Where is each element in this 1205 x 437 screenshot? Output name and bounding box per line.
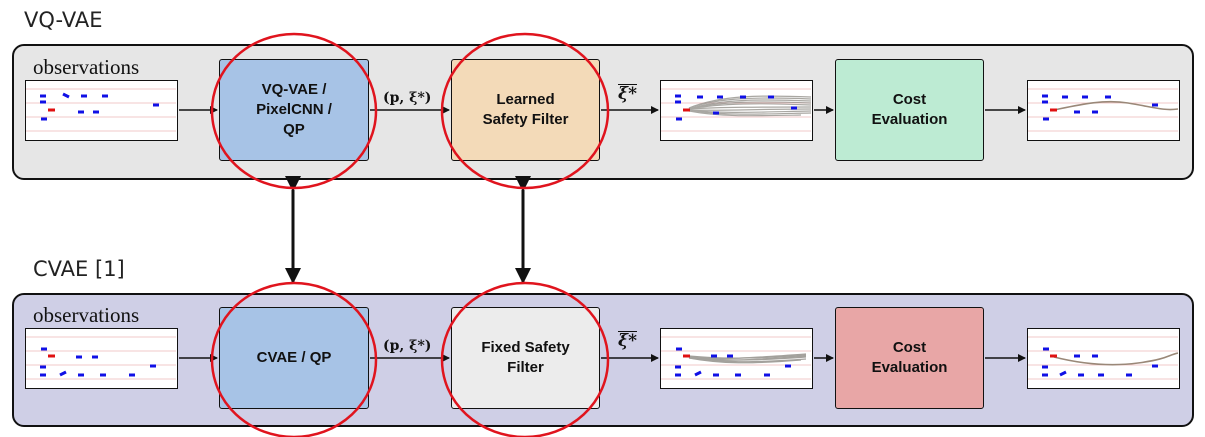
bottom-observations-label: observations	[33, 303, 140, 327]
bottom-xi-label: ξ*	[618, 331, 637, 350]
top-xi-text: ξ*	[618, 84, 637, 104]
top-params-label: (p, ξ*)	[383, 90, 432, 106]
top-selected-trajectory-thumbnail	[1027, 80, 1180, 141]
top-xi-label: ξ*	[618, 84, 637, 103]
bottom-section-title: CVAE [1]	[33, 257, 125, 281]
top-pipeline-panel	[12, 44, 1194, 180]
top-model-box: VQ-VAE / PixelCNN / QP	[219, 59, 369, 161]
bottom-observation-thumbnail	[25, 328, 178, 389]
fixed-safety-filter-box: Fixed Safety Filter	[451, 307, 600, 409]
top-sampled-trajectories-thumbnail	[660, 80, 813, 141]
bottom-selected-trajectory-thumbnail	[1027, 328, 1180, 389]
bottom-params-label: (p, ξ*)	[383, 338, 432, 354]
top-observations-label: observations	[33, 55, 140, 79]
bottom-model-box: CVAE / QP	[219, 307, 369, 409]
bottom-xi-text: ξ*	[618, 331, 637, 351]
bottom-cost-evaluation-box: Cost Evaluation	[835, 307, 984, 409]
top-cost-evaluation-box: Cost Evaluation	[835, 59, 984, 161]
bottom-pipeline-panel	[12, 293, 1194, 427]
bottom-sampled-trajectories-thumbnail	[660, 328, 813, 389]
top-observation-thumbnail	[25, 80, 178, 141]
top-section-title: VQ-VAE	[24, 8, 103, 32]
learned-safety-filter-box: Learned Safety Filter	[451, 59, 600, 161]
obstacle-icon	[40, 92, 159, 121]
